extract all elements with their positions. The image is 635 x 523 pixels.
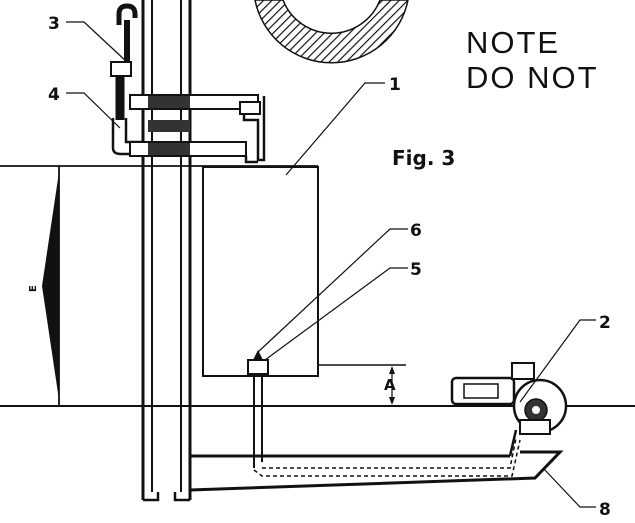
boiler-tank [202,166,319,377]
callout-1: 1 [389,75,401,95]
underground-duct [189,429,564,492]
figure-label: Fig. 3 [392,146,455,170]
callout-8: 8 [599,500,611,520]
callout-4: 4 [48,85,60,105]
hatched-circle [254,0,409,64]
flue-stack [141,0,192,502]
callout-6: 6 [410,221,422,241]
note-line-2: DO NOT [466,60,599,95]
vent-piping [110,3,266,164]
callout-2: 2 [599,313,611,333]
note-line-1: NOTE [466,25,560,60]
leader-lines [66,21,596,508]
dimension-e-arrow [42,172,59,400]
dimension-a-arrows [389,366,395,405]
oil-supply-line [247,350,269,468]
callout-3: 3 [48,14,60,34]
callout-5: 5 [410,260,422,280]
dimension-a-label: A [384,376,396,394]
dimension-e-label: E [28,285,39,292]
burner-fan-assembly [450,362,568,435]
